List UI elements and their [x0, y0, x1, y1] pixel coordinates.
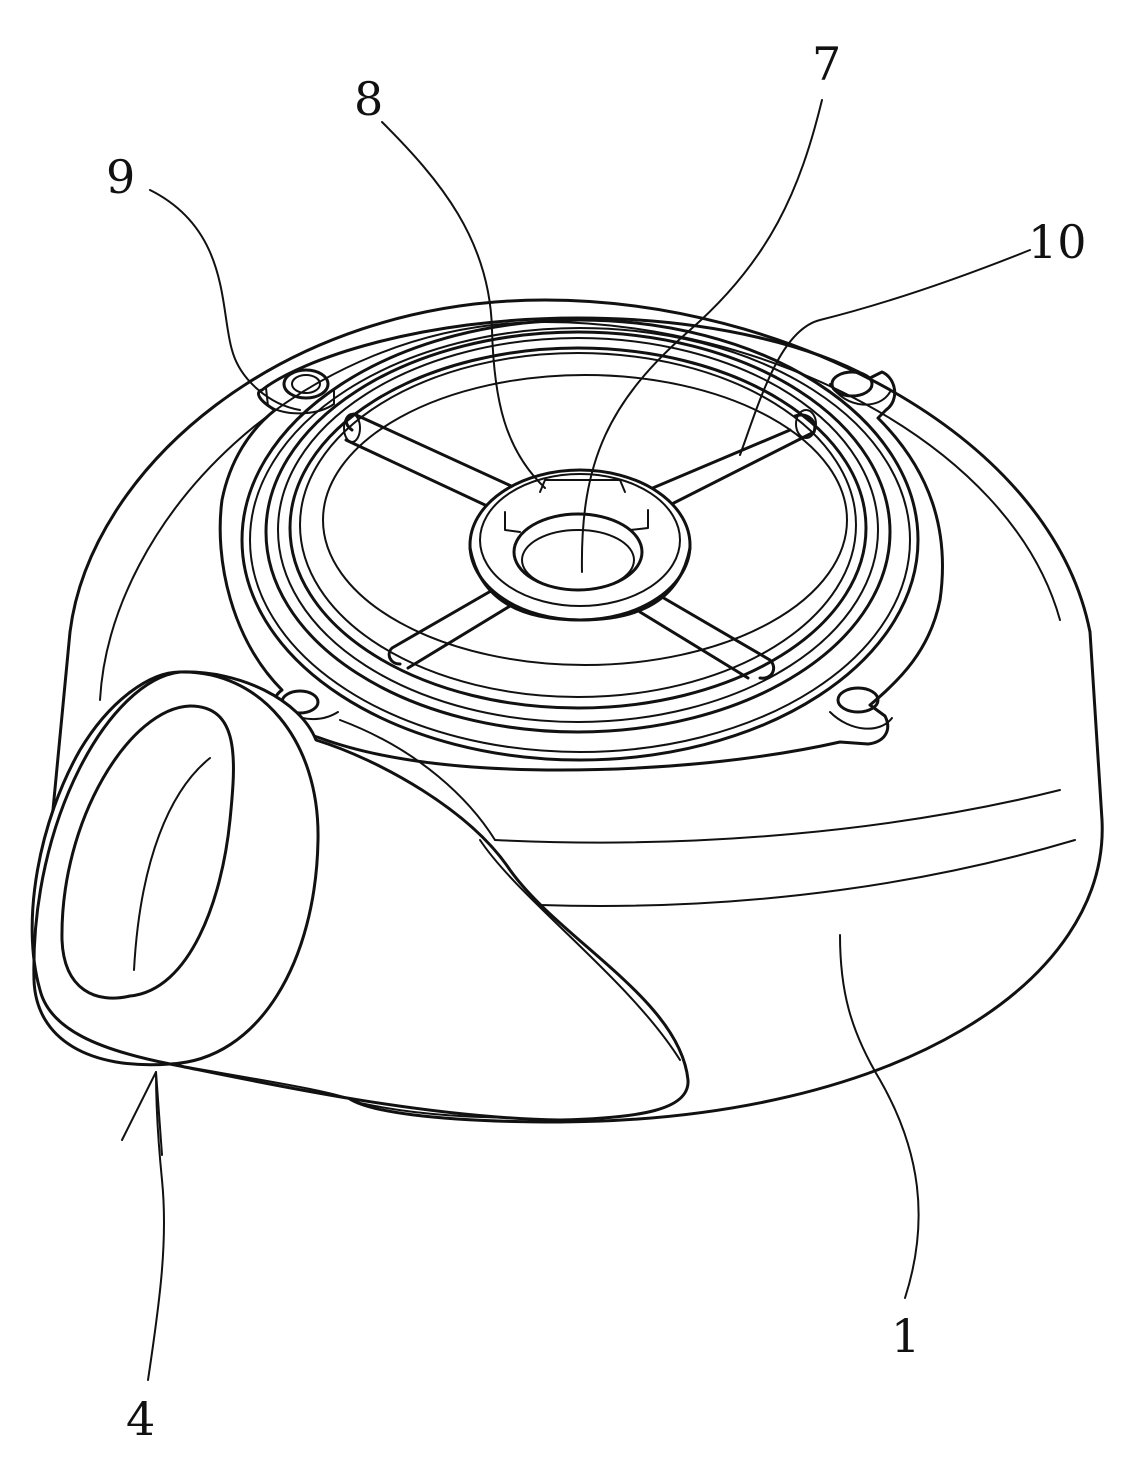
leader-10 — [739, 249, 1031, 456]
central-hub — [468, 468, 692, 622]
leader-7 — [580, 99, 823, 573]
top-flange — [218, 316, 944, 772]
housing-body — [50, 298, 1104, 1124]
cross-spokes — [343, 409, 817, 680]
arrowhead-4 — [121, 1071, 163, 1156]
reference-numerals: 9 8 7 10 1 4 — [106, 37, 1087, 1446]
label-10: 10 — [1028, 215, 1087, 269]
outlet-pipe — [30, 670, 690, 1122]
leader-4 — [147, 1071, 166, 1381]
bolt-holes — [265, 368, 893, 730]
leader-1 — [839, 934, 920, 1299]
bolt-hole-top-right — [830, 370, 874, 398]
leader-9 — [149, 189, 301, 411]
label-4: 4 — [126, 1392, 155, 1446]
label-7: 7 — [812, 37, 841, 91]
label-9: 9 — [106, 150, 135, 204]
hub-outer-ring — [468, 468, 692, 622]
label-8: 8 — [354, 72, 383, 126]
leader-lines — [121, 99, 1031, 1381]
bolt-hole-bottom-right — [836, 686, 880, 714]
leader-8 — [381, 121, 546, 489]
label-1: 1 — [891, 1309, 920, 1363]
bolt-hole-top-left — [282, 368, 330, 400]
